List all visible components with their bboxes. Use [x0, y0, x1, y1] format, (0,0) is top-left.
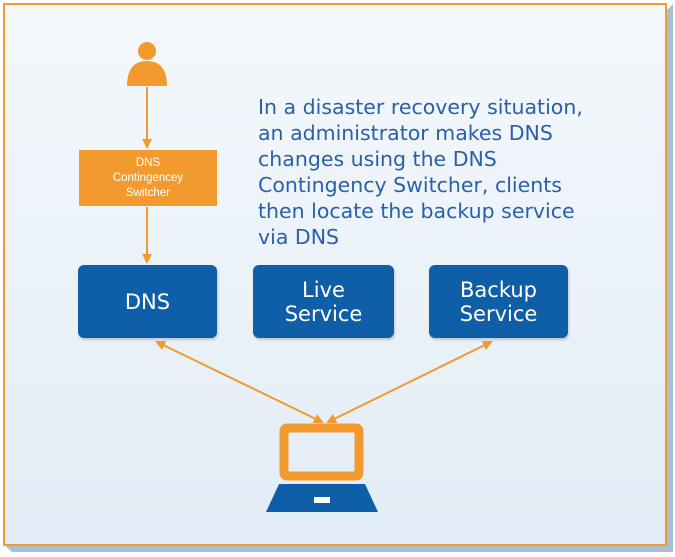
laptop-icon [266, 423, 378, 512]
description-text: In a disaster recovery situation, an adm… [258, 95, 583, 249]
backup-service-label-line: Backup [460, 277, 537, 302]
switcher-label-line: Switcher [125, 186, 171, 199]
backup-service-node: Backup Service [429, 265, 568, 338]
live-service-node: Live Service [253, 265, 394, 338]
person-icon [127, 42, 167, 86]
dns-laptop-arrow [155, 340, 324, 424]
switcher-label-line: DNS [135, 156, 161, 169]
switcher-label-line: Contingencey [112, 171, 184, 184]
live-service-label-line: Live [302, 277, 345, 302]
live-service-label-line: Service [284, 301, 363, 326]
dns-contingency-switcher: DNS Contingencey Switcher [79, 150, 217, 206]
dns-node-label: DNS [124, 289, 171, 314]
dns-node: DNS [78, 265, 217, 338]
backup-laptop-arrow [326, 341, 493, 423]
backup-service-label-line: Service [459, 301, 538, 326]
